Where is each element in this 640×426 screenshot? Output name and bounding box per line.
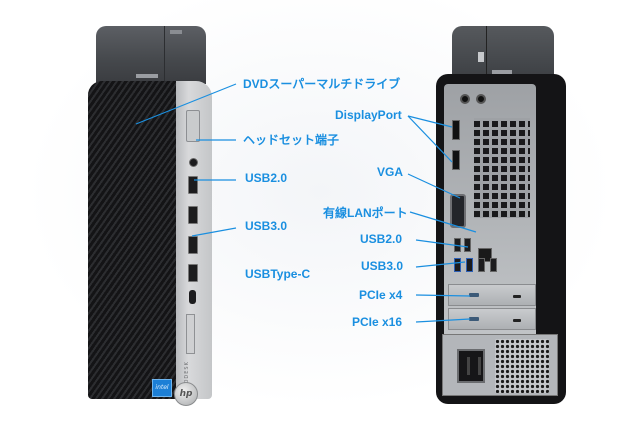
label-pcie-x16: PCIe x16 bbox=[352, 315, 403, 329]
rear-usb2-port-4 bbox=[490, 258, 497, 272]
displayport-1 bbox=[452, 120, 460, 140]
label-lan-port: 有線LANポート bbox=[323, 206, 408, 220]
hp-logo-icon: hp bbox=[174, 382, 198, 406]
rear-usb2-port-3 bbox=[478, 258, 485, 272]
label-dvd-drive: DVDスーパーマルチドライブ bbox=[243, 77, 401, 91]
label-front-usb2: USB2.0 bbox=[245, 171, 288, 185]
label-front-usb3: USB3.0 bbox=[245, 219, 288, 233]
rear-usb2-port-2 bbox=[464, 238, 471, 252]
label-vga: VGA bbox=[377, 165, 404, 179]
rear-usb2-port-1 bbox=[454, 238, 461, 252]
pcie-x16-slot bbox=[448, 308, 536, 330]
cover-seam bbox=[164, 26, 165, 84]
label-rear-usb3: USB3.0 bbox=[361, 259, 404, 273]
pc-top-cover-rear bbox=[452, 26, 554, 78]
intel-badge-icon: intel bbox=[152, 379, 172, 397]
slot-hole bbox=[513, 295, 521, 298]
label-pcie-x4: PCIe x4 bbox=[359, 288, 403, 302]
rear-audio-jack-1 bbox=[460, 94, 470, 104]
psu-fan-grille bbox=[495, 339, 549, 393]
slot-clip bbox=[469, 293, 479, 297]
displayport-2 bbox=[452, 150, 460, 170]
front-usb2-port-1 bbox=[188, 176, 198, 194]
card-reader-slot bbox=[186, 314, 195, 354]
rear-usb3-port-2 bbox=[466, 258, 473, 272]
front-usb3-port-1 bbox=[188, 236, 198, 254]
label-front-usb-c: USBType-C bbox=[245, 267, 311, 281]
slot-hole bbox=[513, 319, 521, 322]
slot-clip bbox=[469, 317, 479, 321]
rear-audio-jack-2 bbox=[476, 94, 486, 104]
service-label bbox=[136, 74, 158, 78]
front-usb3-port-2 bbox=[188, 264, 198, 282]
rear-label bbox=[492, 70, 512, 74]
rear-vent bbox=[474, 118, 530, 218]
vga-port bbox=[450, 194, 466, 228]
front-grille bbox=[88, 81, 180, 399]
label-rear-usb2: USB2.0 bbox=[360, 232, 403, 246]
power-button bbox=[170, 30, 182, 34]
label-headset-jack: ヘッドセット端子 bbox=[243, 133, 340, 147]
dvd-drive-bay bbox=[186, 110, 200, 142]
rear-badge bbox=[478, 52, 484, 62]
headset-jack bbox=[189, 158, 198, 167]
front-usb-c-port bbox=[189, 290, 196, 304]
power-inlet bbox=[457, 349, 485, 383]
rear-usb3-port-1 bbox=[454, 258, 461, 272]
front-usb2-port-2 bbox=[188, 206, 198, 224]
pc-front-view: PRODESK intel hp bbox=[88, 26, 214, 406]
power-supply bbox=[442, 334, 558, 396]
cover-seam bbox=[486, 26, 487, 78]
pc-back-view bbox=[436, 22, 566, 408]
pcie-x4-slot bbox=[448, 284, 536, 306]
label-displayport: DisplayPort bbox=[335, 108, 402, 122]
pc-top-cover bbox=[96, 26, 206, 84]
